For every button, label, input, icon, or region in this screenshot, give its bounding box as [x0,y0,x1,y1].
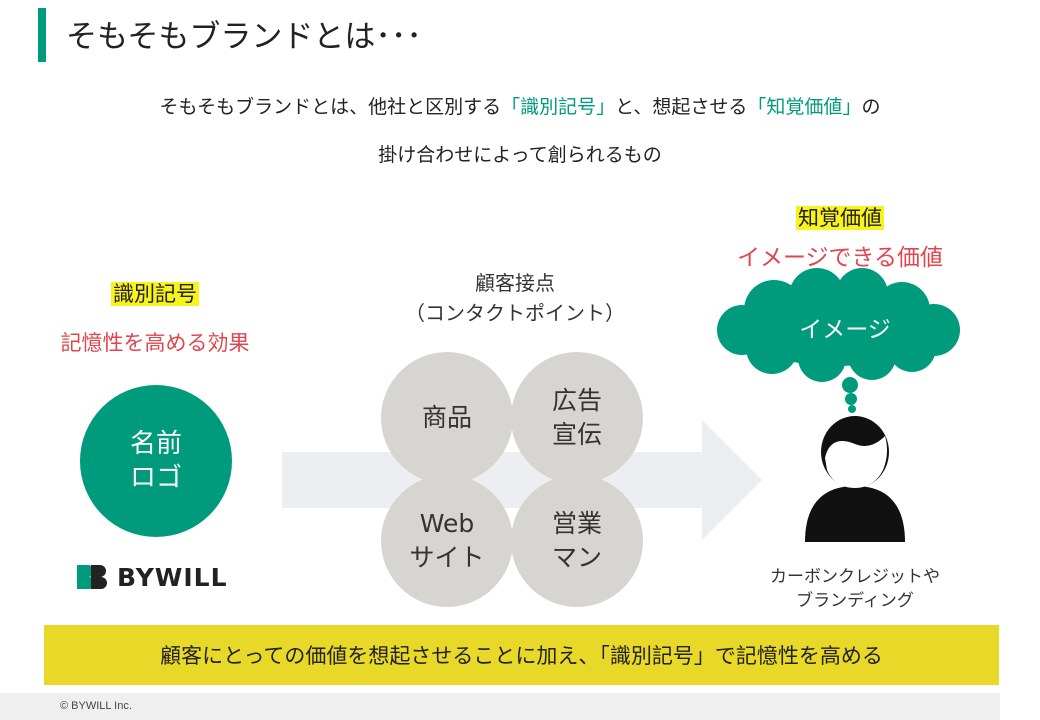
identifier-label: 識別記号 [111,282,199,306]
touchpoint-website-line-2: サイト [409,543,485,572]
summary-band: 顧客にとっての価値を想起させることに加え、「識別記号」で記憶性を高める [44,625,999,685]
intro-term-identifier: 「識別記号」 [501,96,616,118]
intro-line-2: 掛け合わせによって創られるもの [378,144,662,166]
touchpoints-title: 顧客接点 （コンタクトポイント） [390,268,640,328]
touchpoint-product-label: 商品 [421,403,472,432]
identifier-label-wrap: 識別記号 [60,278,250,308]
copyright-text: © BYWILL Inc. [60,700,132,712]
touchpoint-advertising: 広告 宣伝 [511,352,643,484]
title-accent-bar [38,8,46,62]
intro-text-2: と、想起させる [615,96,748,118]
flow-arrow [282,420,762,540]
cloud-text: イメージ [799,317,891,343]
perceived-value-caption-line-1: カーボンクレジットや [770,567,940,587]
footer-bar [0,693,1000,720]
touchpoint-advertising-line-1: 広告 [551,386,602,415]
touchpoint-sales-line-1: 営業 [551,509,602,538]
intro-text-1: そもそもブランドとは、他社と区別する [159,96,502,118]
intro-text-3: の [861,96,881,118]
touchpoints-title-line-2: （コンタクトポイント） [405,301,625,325]
identifier-effect: 記憶性を高める効果 [60,331,250,355]
page-title: そもそもブランドとは･･･ [66,19,422,55]
intro-line-1: そもそもブランドとは、他社と区別する「識別記号」と、想起させる「知覚価値」の [0,92,1040,119]
name-logo-line-1: 名前 [129,429,182,459]
bywill-logo-text: BYWILL [117,562,228,592]
touchpoint-website-line-1: Web [419,509,475,538]
name-logo-circle: 名前 ロゴ [80,385,232,537]
summary-text: 顧客にとっての価値を想起させることに加え、「識別記号」で記憶性を高める [160,644,883,668]
touchpoint-product: 商品 [381,352,513,484]
touchpoints-title-line-1: 顧客接点 [475,271,555,295]
thought-cloud-icon [717,268,960,413]
touchpoint-advertising-line-2: 宣伝 [551,420,602,449]
bywill-logo-icon [77,565,107,589]
perceived-value-label-wrap: 知覚価値 [740,202,940,232]
perceived-value-caption-line-2: ブランディング [796,591,914,611]
perceived-value-caption: カーボンクレジットや ブランディング [735,565,975,613]
perceived-value-subtitle: イメージできる価値 [736,245,944,271]
bywill-logo: BYWILL [75,561,228,593]
touchpoint-sales: 営業 マン [511,475,643,607]
name-logo-line-2: ロゴ [129,463,182,493]
person-icon [805,416,905,542]
intro-term-perceived-value: 「知覚価値」 [747,96,862,118]
touchpoint-sales-line-2: マン [551,543,602,572]
perceived-value-label: 知覚価値 [796,206,884,230]
touchpoint-website: Web サイト [381,475,513,607]
